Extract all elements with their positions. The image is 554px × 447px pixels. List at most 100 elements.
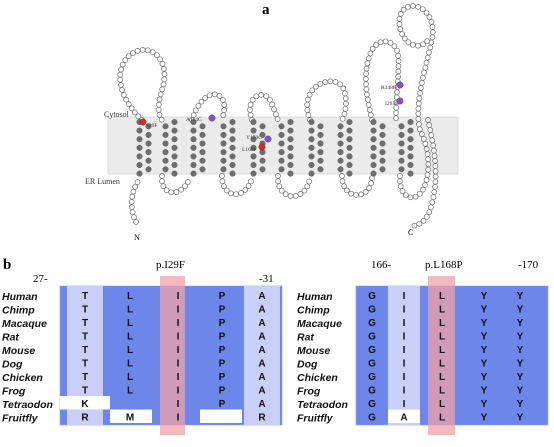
mutation-label: R348H [381,85,397,91]
mutation-dot [139,118,147,126]
right-end-position: -170 [518,259,539,271]
helix-residue [407,136,414,143]
loop-residue [421,69,427,76]
loop-residue [365,101,372,108]
loop-residue [337,81,343,88]
loop-residue [228,190,234,197]
loop-residue [416,190,423,197]
helix-residue [337,123,344,130]
loop-residue [157,56,163,63]
loop-residue [422,64,429,71]
loop-residue [202,95,209,101]
loop-residue [419,80,425,86]
residue-letter: Y [481,413,488,424]
helix-residue [287,136,294,143]
helix-residue [346,136,353,143]
helix-residue [398,149,405,156]
residue-letter: L [127,345,133,356]
helix-residue [229,118,236,125]
loop-residue [160,183,167,190]
loop-residue [422,182,428,188]
helix-residue [259,123,266,130]
helix-residue [308,118,315,125]
loop-residue [342,95,349,102]
residue-letter: L [439,305,445,316]
residue-letter: I [403,318,406,329]
residue-letter: Y [517,305,524,316]
loop-residue [247,106,253,113]
residue-letter: I [177,386,180,397]
loop-residue [419,131,425,137]
loop-residue [415,105,422,112]
helix-residue [220,166,227,173]
helix-residue [162,123,169,130]
loop-residue [391,43,398,50]
non-conserved-cell [110,409,152,423]
loop-residue [369,45,376,52]
helix-residue [370,127,377,134]
loop-residue [428,132,435,139]
residue-letter: P [219,318,226,329]
loop-residue [395,52,401,59]
species-name: Human [2,291,38,303]
residue-letter: I [177,291,180,302]
loop-residue [401,35,408,42]
helix-residue [346,161,353,168]
loop-residue [195,102,202,109]
helix-residue [220,123,227,130]
helix-residue [136,161,143,168]
helix-residue [379,166,386,173]
helix-residue [229,136,236,143]
loop-residue [249,97,256,103]
loop-residue [393,115,399,121]
helix-residue [308,170,315,177]
panel-b-label: b [3,257,11,273]
helix-residue [407,161,414,168]
loop-residue [163,187,170,194]
helix-residue [317,166,324,173]
loop-residue [395,58,402,64]
loop-residue [129,209,136,216]
left-species-list: HumanChimpMacaqueRatMouseDogChickenFrogT… [2,291,53,425]
loop-residue [156,112,163,118]
loop-residue [373,42,379,48]
transmembrane-helix-2 [162,118,178,177]
loop-residue [415,42,421,49]
mutation-dot [264,135,272,143]
helix-residue [162,157,169,164]
mutation-dot [258,143,266,151]
loop-residue [278,187,285,194]
loop-residue [133,219,139,225]
residue-letter: A [258,372,265,383]
residue-letter: I [403,399,406,410]
residue-letter: Y [481,332,488,343]
residue-letter: P [219,291,226,302]
species-name: Chimp [297,305,330,317]
helix-residue [379,123,386,130]
residue-letter: G [368,413,376,424]
loop-residue [423,146,430,152]
residue-letter: L [439,359,445,370]
loop-residue [420,186,426,193]
helix-residue [370,136,377,143]
loop-residue [395,68,402,75]
loop-residue [144,47,151,54]
loop-residue [119,61,126,68]
loop-residue [424,38,430,44]
residue-letter: G [368,318,376,329]
residue-letter: Y [481,318,488,329]
loop-residue [304,101,311,108]
helix-residue [199,140,206,147]
loop-residue [155,106,162,113]
loop-residue [423,213,430,220]
residue-letter: A [258,399,265,410]
residue-letter: P [219,399,226,410]
loop-residue [247,101,254,108]
residue-letter: T [82,291,88,302]
residue-letter: P [219,305,226,316]
residue-letter: Y [517,399,524,410]
loop-residue [173,189,180,195]
species-name: Tetraodon [297,399,348,411]
residue-letter: L [439,372,445,383]
loop-residue [420,41,426,48]
